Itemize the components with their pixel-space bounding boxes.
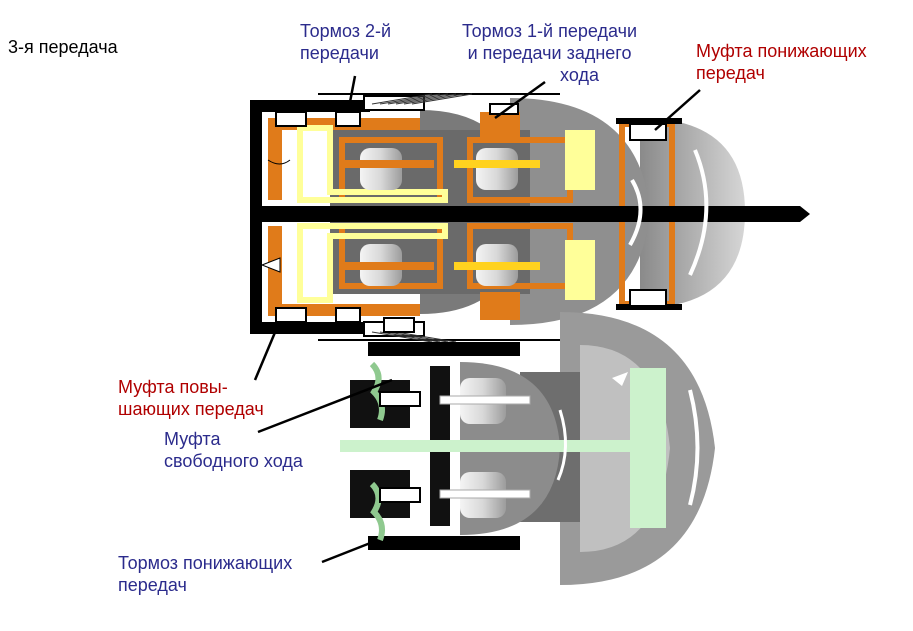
yellow-sun-top bbox=[565, 130, 595, 190]
brake1-plate-bottom bbox=[480, 292, 520, 320]
lower-shaft bbox=[340, 440, 650, 452]
label-brake-down: Тормоз понижающих передач bbox=[118, 553, 293, 595]
housing bbox=[250, 100, 370, 334]
label-brake1: Тормоз 1-й передачи и передачи заднего х… bbox=[462, 21, 638, 85]
label-clutch-down: Муфта понижающих передач bbox=[696, 41, 867, 83]
leader-lines bbox=[253, 75, 701, 564]
planet-gears-upper bbox=[344, 148, 540, 286]
page-title: 3-я передача bbox=[8, 37, 118, 57]
label-clutch-up: Муфта повы- шающих передач bbox=[118, 377, 264, 419]
lower-unit bbox=[340, 312, 715, 585]
label-freewheel: Муфта свободного хода bbox=[164, 429, 303, 471]
brake1-plate-top bbox=[480, 112, 520, 140]
upper-unit bbox=[250, 93, 810, 343]
main-shaft bbox=[250, 206, 800, 222]
yellow-sun-bottom bbox=[565, 240, 595, 300]
label-brake2: Тормоз 2-й передачи bbox=[300, 21, 392, 63]
